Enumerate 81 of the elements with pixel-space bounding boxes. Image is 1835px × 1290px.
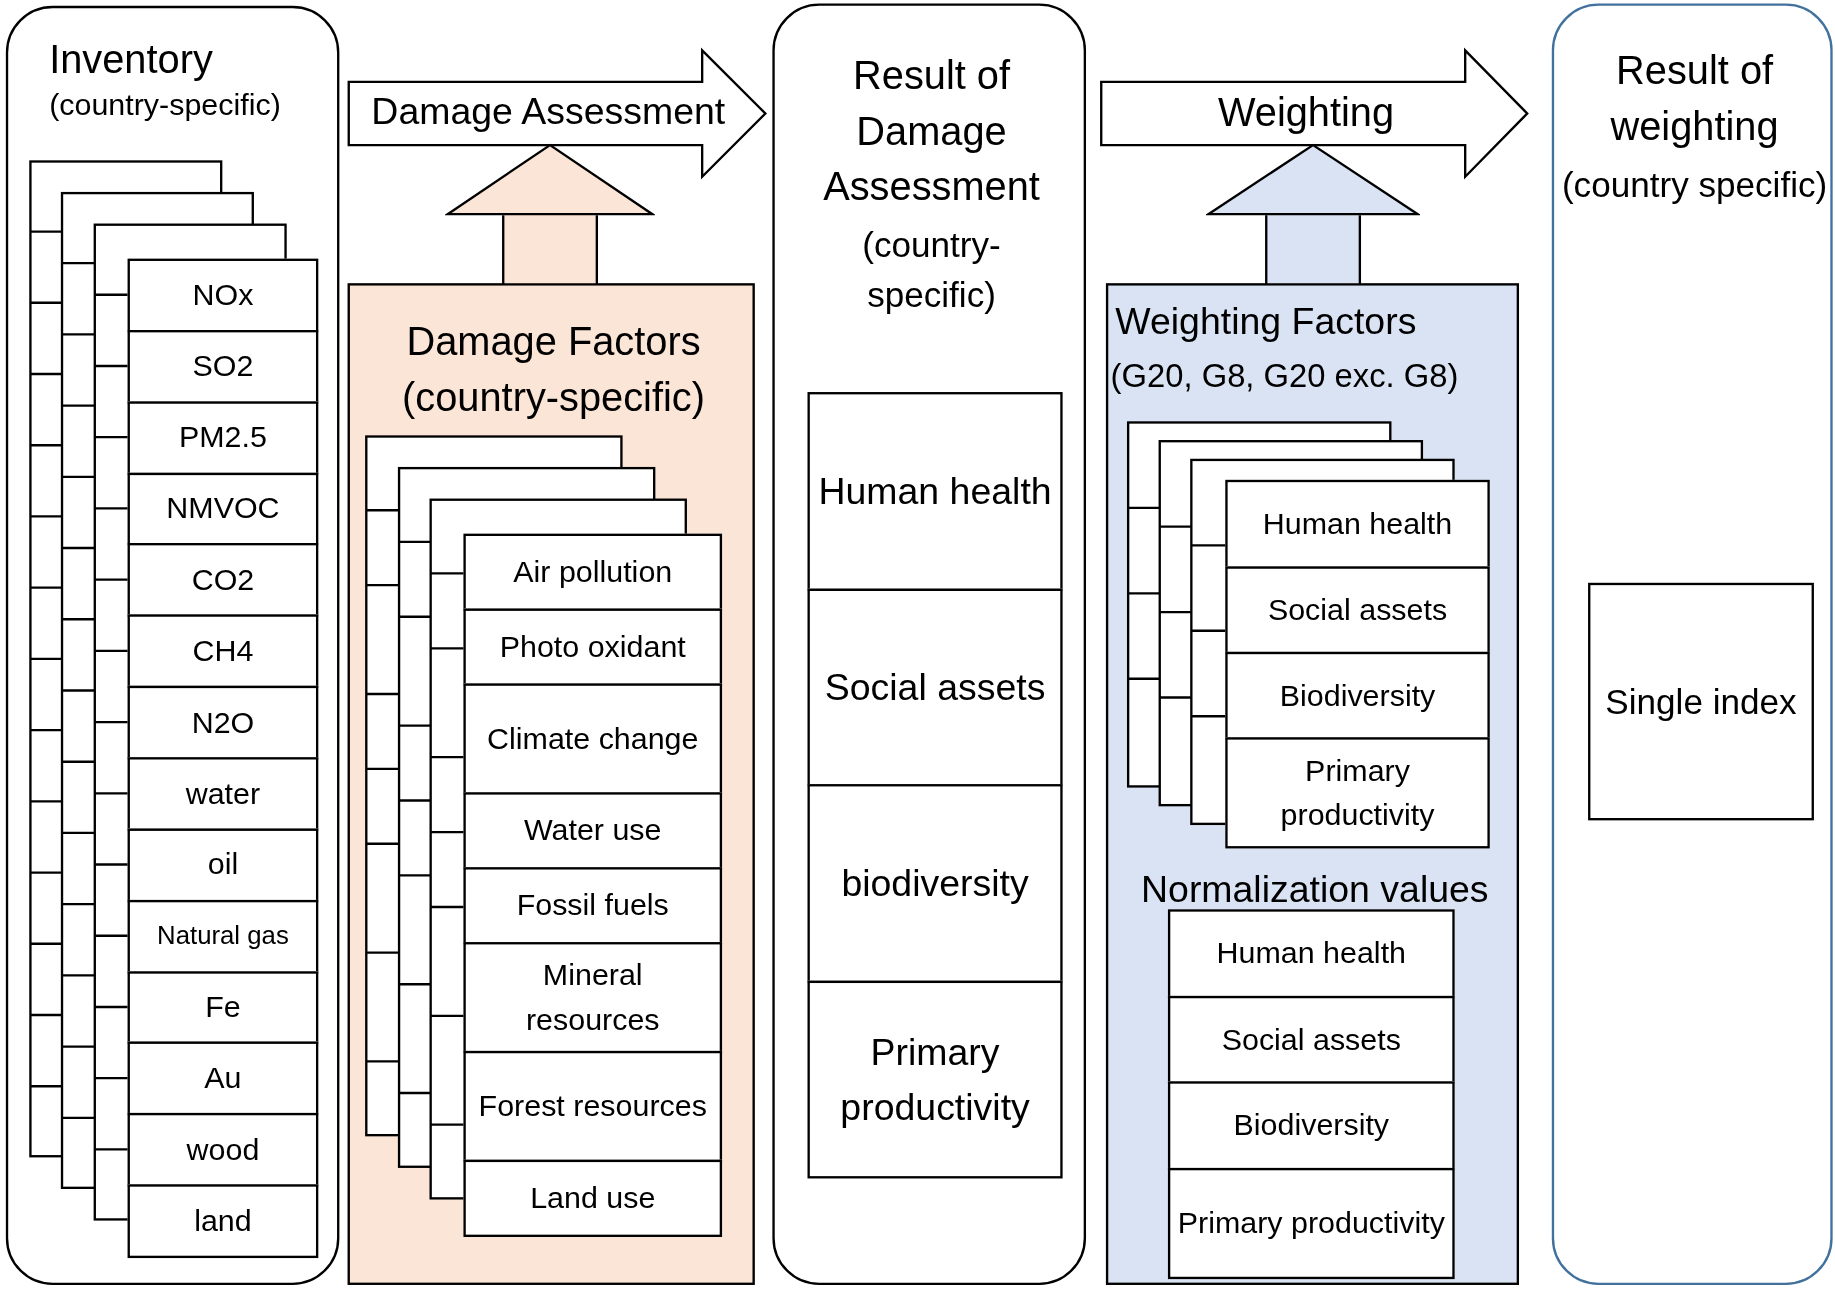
category-row — [127, 329, 319, 404]
up-arrow — [446, 143, 654, 284]
row-label: Fossil fuels — [516, 886, 669, 925]
category-row — [463, 533, 723, 611]
category-row — [127, 828, 319, 902]
block-arrow — [347, 49, 767, 178]
panel-heading: Weighting Factors — [1115, 298, 1418, 344]
category-row — [463, 1159, 723, 1237]
category-row — [807, 980, 1063, 1179]
row-label: Land use — [530, 1178, 656, 1217]
row-label: biodiversity — [841, 861, 1029, 907]
row-label: Human health — [1216, 934, 1406, 973]
category-row — [1167, 995, 1455, 1084]
category-row — [1225, 479, 1490, 569]
row-label: CO2 — [191, 560, 255, 599]
category-row — [127, 685, 319, 760]
panel-heading: Damage Factors (country-specific) — [401, 317, 706, 421]
arrow-label: Weighting — [1216, 89, 1396, 137]
row-label: Fe — [205, 988, 241, 1027]
row-label: Au — [204, 1059, 242, 1098]
panel-heading: (country-specific) — [861, 224, 1002, 316]
row-label: Biodiversity — [1279, 676, 1436, 715]
row-label: Biodiversity — [1233, 1106, 1390, 1145]
panel-heading: Result of weighting — [1609, 47, 1780, 151]
row-label: N2O — [191, 703, 255, 742]
category-row — [1225, 651, 1490, 740]
panel-heading: Normalization values — [1140, 867, 1490, 913]
row-label: Primary productivity — [1279, 751, 1436, 834]
row-label: NMVOC — [166, 489, 280, 528]
row-label: Social assets — [824, 665, 1046, 711]
panel — [1105, 283, 1519, 1285]
row-label: NOx — [192, 275, 254, 314]
row-label: PM2.5 — [178, 418, 267, 457]
category-row — [1167, 1167, 1455, 1280]
category-row — [127, 1184, 319, 1259]
row-label: Photo oxidant — [499, 627, 686, 666]
row-label: Primary productivity — [1177, 1204, 1445, 1243]
row-label: Social assets — [1267, 590, 1448, 629]
row-label: wood — [186, 1130, 260, 1169]
category-row — [463, 792, 723, 870]
category-row — [127, 1113, 319, 1187]
category-row — [463, 867, 723, 945]
category-row — [127, 401, 319, 475]
panel-heading: Inventory — [49, 35, 214, 83]
row-label: Forest resources — [478, 1086, 707, 1126]
row-label: Primary productivity — [839, 1030, 1031, 1130]
category-row — [127, 757, 319, 831]
row-label: oil — [207, 845, 239, 884]
panel-heading: Result of Damage Assessment — [822, 51, 1041, 211]
row-label: Social assets — [1221, 1020, 1401, 1059]
category-row — [807, 588, 1063, 787]
category-row — [127, 899, 319, 974]
row-label: Natural gas — [157, 920, 289, 953]
row-label: Mineral resources — [524, 956, 661, 1039]
row-label: Single index — [1605, 681, 1797, 723]
row-label: Air pollution — [513, 552, 673, 591]
row-label: SO2 — [192, 347, 254, 386]
category-row — [1588, 582, 1814, 821]
category-row — [1225, 737, 1490, 849]
row-label: CH4 — [192, 632, 254, 671]
category-row — [807, 392, 1063, 591]
category-row — [463, 683, 723, 795]
category-row — [127, 258, 319, 333]
row-label: Climate change — [487, 719, 699, 758]
row-label: Water use — [523, 811, 662, 850]
row-label: land — [194, 1201, 252, 1240]
row-label: Human health — [1262, 504, 1453, 543]
category-row — [463, 608, 723, 686]
arrow-label: Damage Assessment — [370, 89, 727, 134]
panel — [772, 3, 1086, 1285]
category-row — [127, 472, 319, 546]
panel — [1551, 3, 1833, 1285]
panel — [347, 283, 755, 1285]
up-arrow — [1207, 143, 1419, 284]
block-arrow — [1100, 49, 1529, 178]
panel-heading: (country specific) — [1560, 164, 1829, 206]
row-label: Human health — [818, 469, 1052, 515]
panel — [5, 5, 340, 1285]
panel-heading: (G20, G8, G20 exc. G8) — [1110, 357, 1460, 397]
panel-heading: (country-specific) — [49, 85, 282, 124]
row-label: water — [185, 774, 261, 813]
